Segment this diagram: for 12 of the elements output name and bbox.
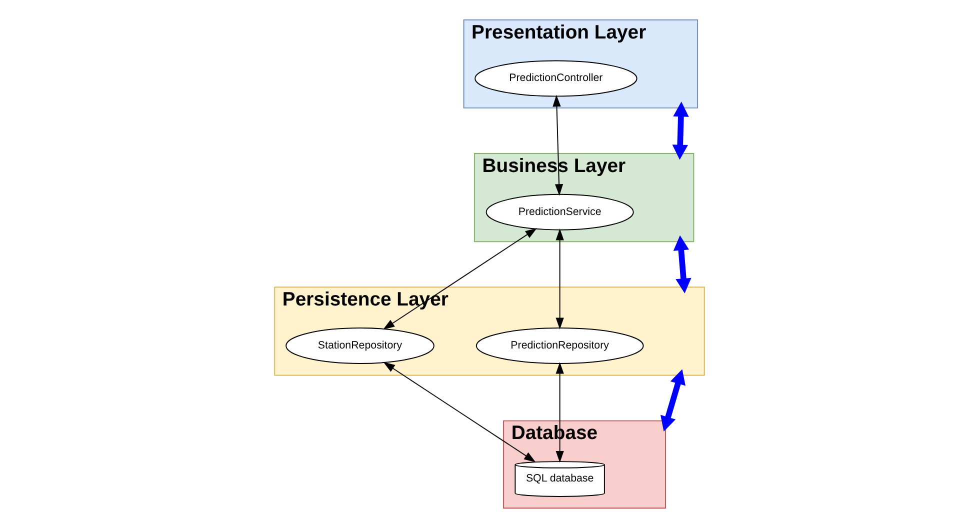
node-ellipse: PredictionRepository <box>476 328 644 364</box>
arrow <box>660 369 686 432</box>
arrow <box>673 235 692 294</box>
arrow <box>382 228 537 330</box>
node-ellipse: PredictionService <box>486 194 634 230</box>
node-ellipse: StationRepository <box>286 328 434 364</box>
arrow <box>672 102 689 160</box>
arrow <box>556 228 564 330</box>
arrow <box>552 94 564 196</box>
arrow <box>556 362 564 463</box>
node-ellipse: PredictionController <box>474 60 638 97</box>
arrow <box>383 362 536 462</box>
